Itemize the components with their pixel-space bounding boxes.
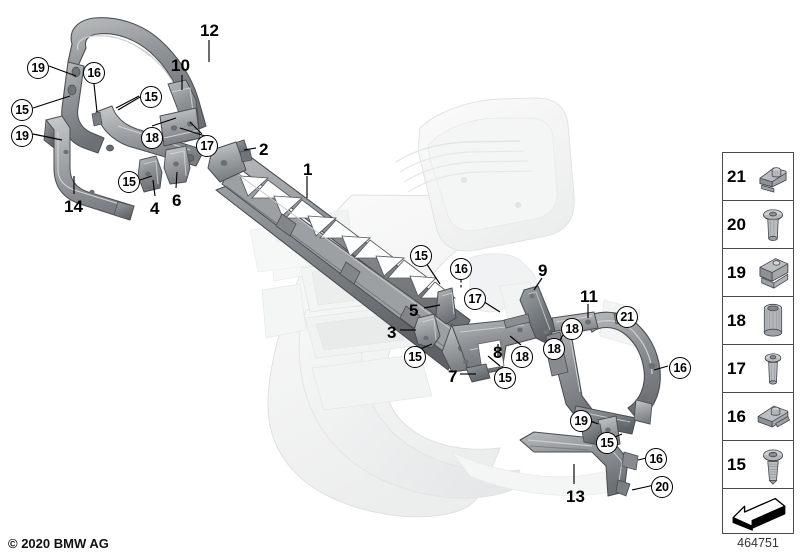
part-number-6[interactable]: 6 [172, 191, 182, 210]
fastener-callout-19[interactable]: 19 [11, 125, 33, 147]
fastener-callout-16[interactable]: 16 [450, 258, 472, 280]
part-number-12[interactable]: 12 [200, 21, 219, 40]
part-6-bracket [163, 145, 191, 185]
pan-head-bolt-icon [753, 201, 793, 248]
fastener-callout-16[interactable]: 16 [645, 448, 667, 470]
part-number-14[interactable]: 14 [64, 197, 83, 216]
part-number-5[interactable]: 5 [409, 301, 419, 320]
fastener-callout-18[interactable]: 18 [543, 338, 565, 360]
spring-clip-nut-icon [753, 153, 793, 200]
legend-number: 17 [727, 358, 746, 378]
fastener-callout-16[interactable]: 16 [669, 357, 691, 379]
u-clip-nut-icon [753, 249, 793, 296]
part-number-9[interactable]: 9 [538, 261, 548, 280]
fastener-callout-15[interactable]: 15 [596, 432, 618, 454]
fastener-callout-18[interactable]: 18 [561, 318, 583, 340]
fastener-callout-19[interactable]: 19 [570, 410, 592, 432]
part-5-bracket [435, 287, 457, 325]
legend-item-17[interactable]: 17 [723, 345, 793, 393]
legend-item-16[interactable]: 16 [723, 393, 793, 441]
hex-flange-bolt-icon [753, 441, 793, 489]
part-7-bracket [465, 363, 491, 383]
legend-number: 20 [727, 214, 746, 234]
hex-socket-bolt-icon [753, 345, 793, 392]
fastener-callout-18[interactable]: 18 [511, 346, 533, 368]
legend-number: 21 [727, 166, 746, 186]
fastener-callout-15[interactable]: 15 [494, 367, 516, 389]
knurled-rivet-nut-icon [753, 297, 793, 344]
part-number-11[interactable]: 11 [580, 287, 598, 306]
legend-item-21[interactable]: 21 [723, 153, 793, 201]
part-8-support [451, 317, 537, 377]
part-number-7[interactable]: 7 [448, 367, 458, 386]
copyright-notice: © 2020 BMW AG [8, 536, 109, 551]
diagram-number: 464751 [737, 536, 779, 550]
legend-item-20[interactable]: 20 [723, 201, 793, 249]
fastener-callout-21[interactable]: 21 [616, 306, 638, 328]
fastener-callout-15[interactable]: 15 [140, 86, 162, 108]
view-direction-arrow-box [722, 488, 794, 534]
legend-number: 15 [727, 455, 746, 474]
legend-item-18[interactable]: 18 [723, 297, 793, 345]
fastener-callout-15[interactable]: 15 [404, 346, 426, 368]
fastener-callout-15[interactable]: 15 [410, 245, 432, 267]
legend-number: 18 [727, 310, 746, 330]
part-10-bracket [159, 79, 201, 147]
part-number-2[interactable]: 2 [259, 140, 269, 159]
part-1-front-crossmember [207, 141, 483, 373]
part-4-bracket [137, 155, 163, 193]
part-number-8[interactable]: 8 [493, 343, 503, 362]
fastener-legend: 21 20 19 18 17 16 15 [722, 152, 794, 490]
part-number-13[interactable]: 13 [566, 487, 585, 506]
legend-item-15[interactable]: 15 [723, 441, 793, 489]
fastener-callout-19[interactable]: 19 [27, 57, 49, 79]
fastener-callout-17[interactable]: 17 [464, 288, 486, 310]
part-number-10[interactable]: 10 [171, 56, 190, 75]
sheet-metal-clip-icon [753, 393, 793, 440]
legend-item-19[interactable]: 19 [723, 249, 793, 297]
legend-number: 16 [727, 406, 746, 426]
part-number-1[interactable]: 1 [303, 160, 313, 179]
fastener-callout-15[interactable]: 15 [11, 99, 33, 121]
fastener-callout-20[interactable]: 20 [651, 476, 673, 498]
fastener-callout-16[interactable]: 16 [83, 62, 105, 84]
fastener-callout-17[interactable]: 17 [196, 135, 218, 157]
legend-number: 19 [727, 262, 746, 282]
part-number-3[interactable]: 3 [387, 323, 397, 342]
view-direction-arrow-icon [732, 497, 786, 531]
fastener-callout-18[interactable]: 18 [141, 127, 163, 149]
part-number-4[interactable]: 4 [150, 199, 160, 218]
fastener-callout-15[interactable]: 15 [118, 171, 140, 193]
